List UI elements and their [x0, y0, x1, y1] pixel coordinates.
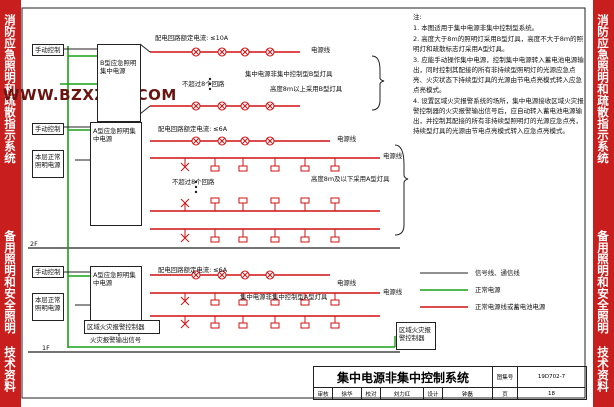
notes-title: 注: [413, 13, 422, 21]
wire-label-mid-2: 电源线 [383, 152, 403, 160]
alarm-signal-label: 火灾报警输出信号 [90, 336, 142, 344]
area-fire-alarm-box-2: 区域火灾报警控制器 [396, 322, 436, 350]
review-label: 审核 [314, 388, 333, 399]
sidebar-text-top: 消防应急照明和疏散指示系统 [3, 14, 17, 164]
area-fire-alarm-box: 区域火灾报警控制器 [84, 320, 160, 334]
normal-power-box-bottom: 本层正常照明电源 [32, 293, 64, 321]
top-note-2: 不超过8个回路 [182, 80, 225, 88]
page-number: 18 [548, 390, 555, 397]
right-sidebar: 消防应急照明和疏散指示系统 备用照明和安全照明 技术资料 [593, 0, 614, 407]
box-title-mid: A型应急照明集中电源 [93, 127, 136, 143]
reviewer-name: 徐华 [333, 388, 362, 399]
wire-label-mid-1: 电源线 [337, 135, 357, 143]
manual-control-box-top: 手动控制 [32, 44, 64, 56]
atlas-label: 图集号 [493, 367, 518, 388]
grade-label-bottom: 配电回路额定电流: ≤6A [158, 266, 228, 274]
mid-circuit [150, 136, 409, 243]
mid-note-1: 高度8m及以下采用A型灯具 [311, 175, 390, 183]
sidebar-text-foot-right: 技术资料 [596, 346, 610, 392]
legend-power: 正常电源 [475, 286, 501, 294]
bottom-note-1: 集中电源非集中控制型A型灯具 [240, 293, 328, 301]
note-item-4: 4. 设置区域火灾报警系统的场所，集中电源接收区域火灾报警控制器的火灾报警输出信… [413, 97, 584, 135]
box-title: B型应急照明集中电源 [100, 59, 137, 75]
a-type-central-power-box-mid: A型应急照明集中电源 [90, 122, 142, 226]
top-circuit [139, 43, 385, 115]
sidebar-text-top-right: 消防应急照明和疏散指示系统 [596, 14, 610, 164]
note-item-1: 1. 本图适用于集中电源非集中控制型系统。 [413, 24, 539, 32]
box-title-bottom: A型应急照明集中电源 [93, 271, 136, 287]
wire-label-bottom-2: 电源线 [383, 288, 403, 296]
a-type-central-power-box-bottom: A型应急照明集中电源 [90, 266, 142, 322]
b-type-central-power-box: B型应急照明集中电源 [97, 44, 141, 122]
manual-control-box-bottom: 手动控制 [32, 266, 64, 278]
watermark: WWW.BZXZKU.COM [3, 86, 177, 104]
mid-note-2: 不超过8个回路 [172, 178, 215, 186]
design-label: 设计 [424, 388, 443, 399]
atlas-number: 19D702-7 [518, 367, 585, 388]
normal-power-box-mid: 本层正常照明电源 [32, 150, 64, 178]
title-block: 集中电源非集中控制系统 图集号 19D702-7 审核 徐华 校对 刘力红 设计… [313, 366, 587, 400]
floor-1f-label: 1F [42, 344, 50, 352]
sidebar-text-bottom: 备用照明和安全照明 [3, 230, 17, 334]
grade-label-top: 配电回路额定电流: ≤10A [155, 34, 229, 42]
checker-name: 刘力红 [381, 388, 424, 399]
bottom-circuit [150, 270, 380, 329]
check-label: 校对 [362, 388, 381, 399]
note-item-2: 2. 高度大于8m的照明灯采用B型灯具，高度不大于8m的照明灯和疏散标志灯采用A… [413, 35, 584, 53]
wire-label-top: 电源线 [311, 46, 331, 54]
page-label: 页 [493, 388, 518, 399]
legend-emergency: 正常电源线或蓄电池电源 [475, 303, 546, 311]
designer-name: 钟磊 [443, 388, 493, 399]
sidebar-text-bottom-right: 备用照明和安全照明 [596, 230, 610, 334]
notes-block: 注: 1. 本图适用于集中电源非集中控制型系统。 2. 高度大于8m的照明灯采用… [413, 12, 586, 137]
top-note-3: 高度8m以上采用B型灯具 [270, 85, 343, 93]
floor-2f-label: 2F [30, 240, 38, 248]
sidebar-text-foot: 技术资料 [3, 346, 17, 392]
grade-label-mid: 配电回路额定电流: ≤6A [158, 125, 228, 133]
top-note-1: 集中电源非集中控制型B型灯具 [245, 70, 333, 78]
left-sidebar: 消防应急照明和疏散指示系统 备用照明和安全照明 技术资料 [0, 0, 21, 407]
manual-control-box-mid: 手动控制 [32, 123, 64, 135]
drawing-title: 集中电源非集中控制系统 [314, 367, 493, 388]
wire-label-bottom-1: 电源线 [337, 279, 357, 287]
note-item-3: 3. 应能手动操作集中电源，控制集中电源转入蓄电池电源输出，同时控制其配接的所有… [413, 56, 584, 94]
legend-signal: 信号线、通信线 [475, 269, 520, 277]
